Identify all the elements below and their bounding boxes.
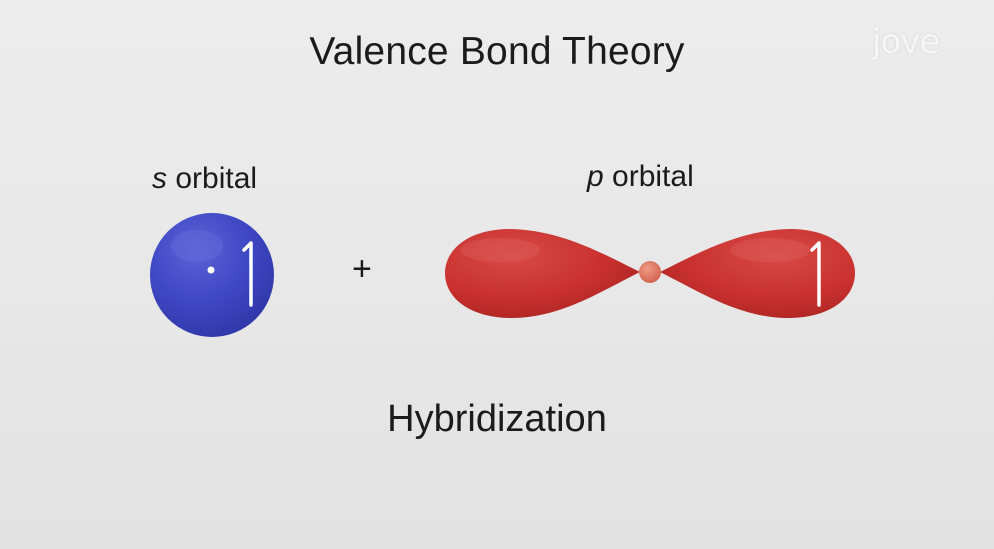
p-orbital-nucleus: [639, 261, 661, 283]
s-orbital-sphere: [150, 213, 274, 337]
p-electron-spin-arrow: [810, 241, 821, 307]
s-orbital-symbol: s: [152, 162, 167, 195]
p-orbital-right-lobe: [660, 229, 855, 318]
nucleus-dot: [207, 266, 215, 274]
jove-logo-text: jove: [872, 22, 940, 62]
s-electron-spin-arrow: [242, 241, 253, 307]
hybridization-caption: Hybridization: [387, 398, 607, 440]
slide-title: Valence Bond Theory: [309, 30, 685, 73]
plus-sign: +: [352, 250, 372, 288]
p-orbital-left-lobe: [445, 229, 640, 318]
p-orbital-label: p orbital: [587, 160, 694, 194]
p-orbital-word: orbital: [612, 160, 694, 193]
p-orbital-symbol: p: [587, 160, 604, 193]
jove-logo: jove: [862, 22, 954, 68]
s-orbital-word: orbital: [175, 162, 258, 195]
s-orbital-label: s orbital: [152, 162, 257, 196]
